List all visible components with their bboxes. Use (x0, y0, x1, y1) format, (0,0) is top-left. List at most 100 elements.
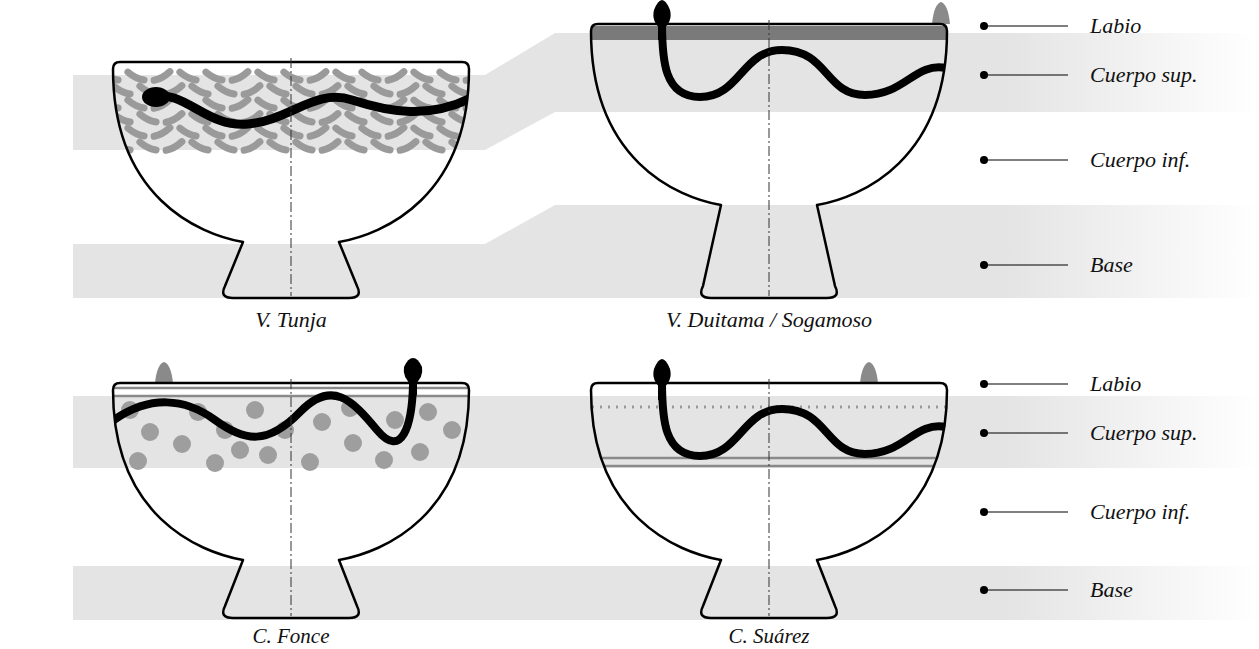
texture-stroke (284, 128, 300, 136)
texture-stroke (180, 72, 196, 80)
texture-stroke (114, 86, 130, 94)
texture-stroke (414, 128, 430, 136)
zone-label: Cuerpo sup. (1090, 421, 1198, 445)
texture-stroke (374, 86, 390, 94)
texture-stroke (206, 72, 222, 80)
texture-stroke (218, 86, 234, 94)
texture-stroke (310, 72, 326, 81)
duitama-decoration (662, 22, 946, 97)
texture-stroke (232, 72, 248, 81)
texture-stroke (374, 142, 390, 150)
zone-label: Cuerpo inf. (1090, 148, 1190, 172)
texture-stroke (232, 100, 248, 109)
texture-stroke (296, 142, 312, 150)
tunja-decoration (102, 72, 482, 151)
texture-stroke (400, 86, 416, 95)
texture-stroke (414, 72, 430, 80)
zone-label: Cuerpo sup. (1090, 63, 1198, 87)
texture-stroke (388, 72, 404, 81)
texture-stroke (310, 128, 326, 137)
texture-stroke (296, 86, 312, 94)
texture-stroke (270, 86, 286, 94)
serpent-band (150, 96, 475, 125)
texture-stroke (362, 128, 378, 136)
leader-line (986, 264, 1068, 265)
dot-motif (246, 401, 264, 419)
texture-stroke (102, 128, 118, 136)
dot-motif (386, 411, 404, 429)
symmetry-axis (291, 58, 292, 296)
texture-stroke (466, 100, 482, 109)
texture-stroke (284, 72, 300, 80)
texture-stroke (322, 114, 338, 123)
zone-label: Labio (1090, 372, 1141, 396)
texture-stroke (336, 128, 352, 136)
vessel-caption: C. Fonce (253, 626, 330, 647)
texture-stroke (374, 114, 390, 122)
leader-line (986, 511, 1068, 512)
dot-motif (206, 454, 224, 472)
texture-stroke (166, 142, 182, 151)
texture-stroke (244, 86, 260, 95)
texture-stroke (400, 142, 416, 151)
texture-stroke (336, 72, 352, 80)
leader-line (986, 25, 1068, 26)
serpent-band (662, 22, 946, 97)
dot-motif (129, 452, 147, 470)
texture-stroke (258, 100, 274, 108)
texture-stroke (258, 72, 274, 80)
texture-stroke (218, 142, 234, 150)
texture-stroke (426, 86, 442, 94)
dot-motif (301, 453, 319, 471)
texture-stroke (128, 100, 144, 108)
texture-stroke (244, 142, 260, 151)
texture-stroke (140, 114, 156, 122)
texture-stroke (362, 72, 378, 80)
texture-stroke (426, 142, 442, 150)
leader-line (986, 159, 1068, 160)
symmetry-axis (291, 379, 292, 616)
texture-stroke (192, 142, 208, 150)
zone-label: Cuerpo inf. (1090, 500, 1190, 524)
texture-stroke (452, 86, 468, 94)
texture-stroke (440, 72, 456, 80)
texture-stroke (466, 128, 482, 137)
dot-motif (344, 434, 362, 452)
dot-motif (259, 446, 277, 464)
texture-stroke (166, 114, 182, 123)
texture-stroke (322, 142, 338, 151)
serpent-band (662, 381, 946, 456)
dot-motif (375, 451, 393, 469)
texture-stroke (192, 86, 208, 94)
texture-stroke (258, 128, 274, 136)
vessel-caption: C. Suárez (729, 626, 810, 647)
serpent-band (114, 385, 413, 441)
dot-motif (141, 423, 159, 441)
zone-label: Base (1090, 253, 1133, 277)
texture-stroke (102, 72, 118, 80)
zone-band (73, 205, 1259, 298)
serpent-head (142, 87, 170, 107)
vessel-caption: V. Tunja (255, 308, 327, 332)
dot-motif (313, 413, 331, 431)
symmetry-axis (769, 20, 770, 296)
vessel-caption: V. Duitama / Sogamoso (666, 308, 872, 332)
lug (155, 362, 173, 383)
texture-stroke (348, 114, 364, 122)
serpent-head (653, 0, 670, 30)
zone-band (73, 566, 1259, 620)
texture-stroke (140, 142, 156, 150)
dot-motif (443, 421, 461, 439)
leader-line (986, 589, 1068, 590)
texture-stroke (232, 128, 248, 137)
zone-bands (73, 33, 1259, 620)
texture-stroke (296, 114, 312, 122)
texture-stroke (270, 142, 286, 150)
dot-motif (173, 435, 191, 453)
dot-motif (419, 403, 437, 421)
leader-line (986, 74, 1068, 75)
texture-stroke (388, 128, 404, 137)
texture-stroke (348, 142, 364, 150)
